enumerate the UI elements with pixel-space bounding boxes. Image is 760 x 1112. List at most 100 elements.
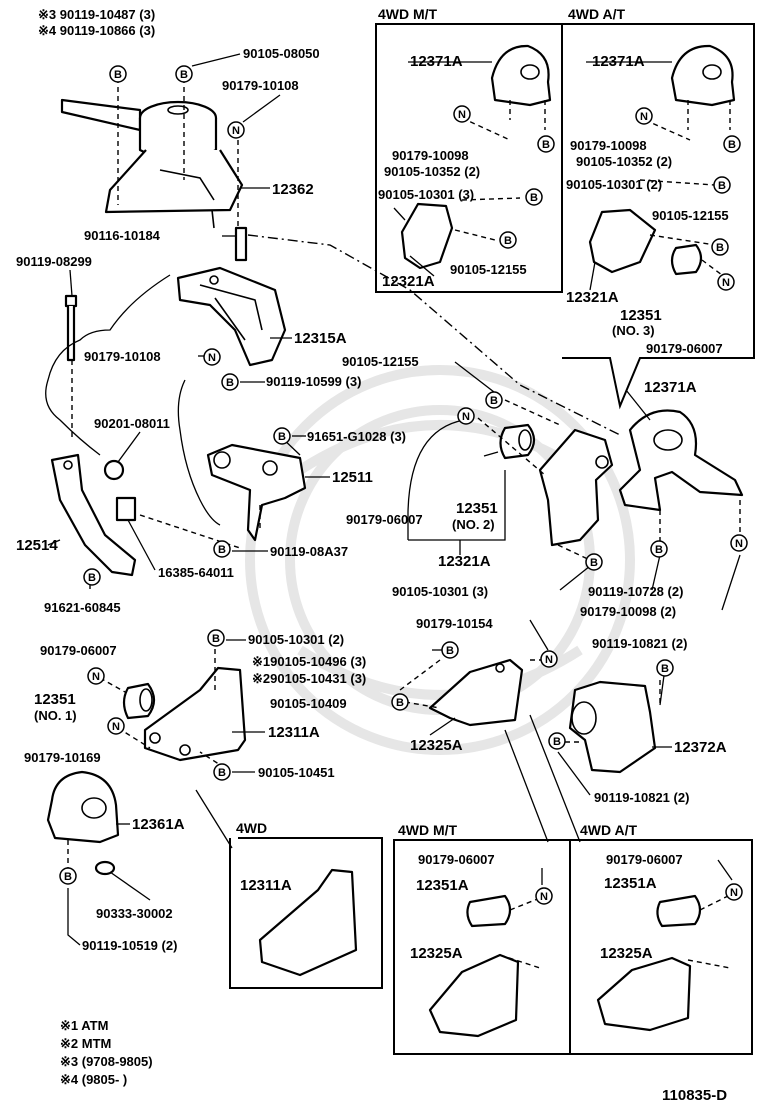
label-box-at-90179-06007-bot: 90179-06007 (606, 852, 683, 867)
bolt-symbol: B (83, 568, 101, 586)
label-90105-10301-main: 90105-10301 (3) (392, 584, 488, 599)
svg-text:N: N (232, 125, 240, 137)
svg-text:B: B (278, 431, 286, 443)
part-12361a-mount (46, 770, 120, 844)
box-bottom-mt-header: 4WD M/T (398, 822, 458, 838)
box-bottom-4wd: 4WD (195, 789, 383, 989)
svg-text:B: B (553, 736, 561, 748)
svg-text:N: N (458, 109, 466, 121)
label-90333-30002: 90333-30002 (96, 906, 173, 921)
label-box-mt-90179-10098: 90179-10098 (392, 148, 469, 163)
label-12362: 12362 (272, 181, 314, 198)
label-box-mt-90105-10301: 90105-10301 (3) (378, 187, 474, 202)
svg-text:N: N (92, 671, 100, 683)
box-top-4wd-mt: 4WD M/T (375, 6, 563, 293)
label-90119-10821-top: 90119-10821 (2) (592, 636, 687, 651)
bolt-symbol: B (175, 65, 193, 83)
part-box-at-12325a (596, 956, 692, 1032)
part-12351-no2-bushing (499, 423, 536, 460)
bolt-symbol: B (525, 188, 543, 206)
part-90333-clip (94, 860, 116, 876)
bolt-symbol: B (537, 135, 555, 153)
label-box-mt-90179-06007: 90179-06007 (418, 852, 495, 867)
svg-text:B: B (212, 633, 220, 645)
label-leaders (47, 53, 672, 825)
label-12325a: 12325A (410, 737, 463, 754)
label-12372a: 12372A (674, 739, 727, 756)
label-box-mt-12351a: 12351A (416, 877, 469, 894)
label-90105-10451: 90105-10451 (258, 765, 335, 780)
part-12315a-bracket (176, 266, 287, 367)
label-90119-08a37: 90119-08A37 (270, 544, 348, 559)
part-box-at-12351a (656, 894, 702, 928)
svg-text:B: B (655, 544, 663, 556)
svg-text:B: B (718, 180, 726, 192)
part-12351-no1-bushing (122, 682, 156, 720)
nut-symbol: N (453, 105, 471, 123)
label-box-at-12351: 12351 (620, 307, 662, 324)
svg-text:N: N (540, 891, 548, 903)
bolt-symbol: B (391, 693, 409, 711)
svg-text:N: N (640, 111, 648, 123)
label-90116-10184: 90116-10184 (84, 228, 161, 243)
nut-symbol: N (107, 717, 125, 735)
svg-text:B: B (490, 395, 498, 407)
label-box-at-12351-no3: (NO. 3) (612, 323, 655, 338)
label-12371a-main: 12371A (644, 379, 697, 396)
label-12351-no1-a: 12351 (34, 691, 76, 708)
bolt-symbol: B (650, 540, 668, 558)
label-box-4wd-12311a: 12311A (240, 877, 292, 894)
note-4: ※4 (9805- ) (60, 1072, 127, 1087)
label-90105-10301-2: 90105-10301 (2) (248, 632, 344, 647)
svg-text:N: N (722, 277, 730, 289)
label-box-at-12371a: 12371A (592, 53, 645, 70)
box-top-4wd-at: 4WD A/T (562, 6, 755, 410)
label-91651-g1028: 91651-G1028 (3) (307, 429, 406, 444)
bolt-symbol: B (548, 732, 566, 750)
svg-text:B: B (396, 697, 404, 709)
label-12351-no2-a: 12351 (456, 500, 498, 517)
part-box-mt-12321a (400, 202, 454, 270)
nut-symbol: N (535, 887, 553, 905)
label-90179-10098-main: 90179-10098 (2) (580, 604, 676, 619)
svg-text:B: B (180, 69, 188, 81)
nut-symbol: N (725, 883, 743, 901)
svg-text:B: B (716, 242, 724, 254)
svg-text:B: B (226, 377, 234, 389)
label-90105-10496: ※190105-10496 (3) (252, 654, 366, 669)
bolt-symbol: B (273, 427, 291, 445)
label-box-at-12325a: 12325A (600, 945, 653, 962)
label-90179-10169: 90179-10169 (24, 750, 101, 765)
svg-text:B: B (64, 871, 72, 883)
label-12311a: 12311A (268, 724, 320, 741)
label-box-at-12321a: 12321A (566, 289, 619, 306)
label-box-mt-12371a: 12371A (410, 53, 463, 70)
figure-id: 110835-D (662, 1087, 727, 1104)
part-box-at-12371a (670, 44, 736, 107)
svg-text:N: N (462, 411, 470, 423)
label-90105-10409: 90105-10409 (270, 696, 347, 711)
bolt-symbol: B (207, 629, 225, 647)
note-3: ※3 (9708-9805) (60, 1054, 153, 1069)
fastener-symbols: B B N N B B B B B N B B N B N N B B B N … (59, 65, 748, 905)
bolt-symbol: B (499, 231, 517, 249)
svg-text:N: N (112, 721, 120, 733)
bolt-symbol: B (221, 373, 239, 391)
nut-symbol: N (730, 534, 748, 552)
label-90201-08011: 90201-08011 (94, 416, 170, 431)
label-90105-08050: 90105-08050 (243, 46, 320, 61)
svg-text:B: B (590, 557, 598, 569)
bolt-symbol: B (713, 176, 731, 194)
label-90179-06007-mid: 90179-06007 (346, 512, 423, 527)
part-12311a-bracket (143, 666, 247, 762)
part-12321a-bracket (538, 428, 614, 547)
svg-text:B: B (542, 139, 550, 151)
label-box-mt-90105-12155: 90105-12155 (450, 262, 527, 277)
label-90119-10728: 90119-10728 (2) (588, 584, 683, 599)
part-90119-08299-bolt (64, 294, 78, 362)
svg-text:B: B (728, 139, 736, 151)
svg-text:B: B (530, 192, 538, 204)
label-note3-part: ※3 90119-10487 (3) (38, 7, 155, 22)
svg-text:N: N (545, 654, 553, 666)
nut-symbol: N (203, 348, 221, 366)
